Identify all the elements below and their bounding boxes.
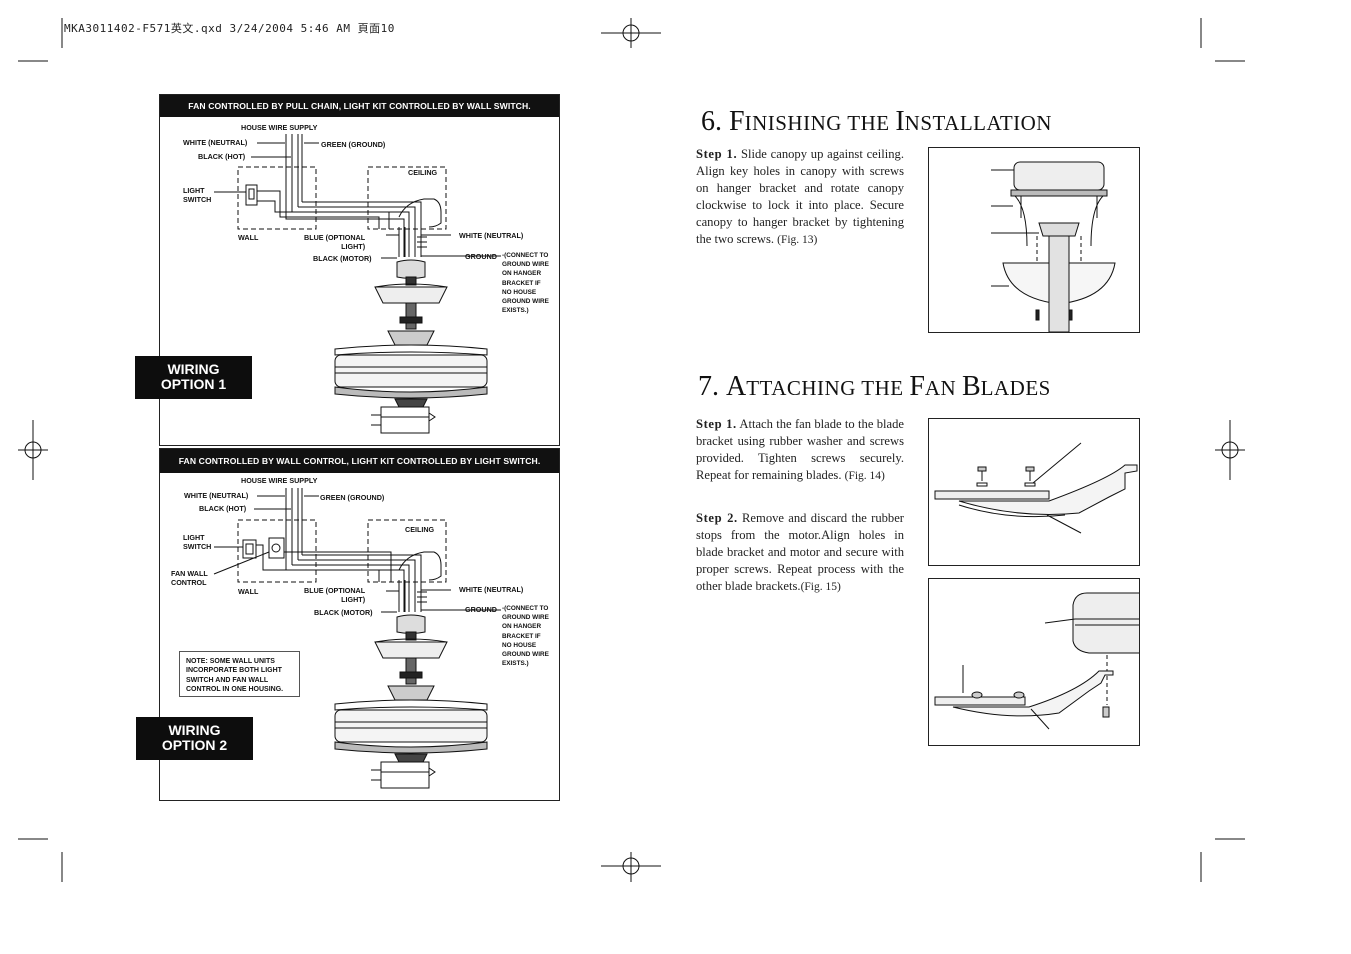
wiring-option-2-diagram	[213, 488, 501, 789]
section-7-number: 7.	[698, 371, 719, 402]
label-black-hot-1: BLACK (HOT)	[198, 152, 246, 161]
registration-target-bottom	[601, 852, 661, 882]
wiring-option-1-badge: WIRING OPTION 1	[135, 356, 252, 399]
wiring-option-2-badge: WIRING OPTION 2	[136, 717, 253, 760]
label-white-neutral-right-2: WHITE (NEUTRAL)	[459, 585, 524, 594]
step-label: Step 2.	[696, 511, 738, 525]
label-ground-1: GROUND	[465, 252, 497, 261]
ceiling-fan-illustration-1	[334, 259, 488, 434]
section-6-step-1: Step 1. Slide canopy up against ceiling.…	[696, 146, 904, 250]
section-6-title-initial-2: I	[895, 106, 905, 137]
section-7-title: 7. ATTACHING THE FAN BLADES	[698, 371, 1051, 403]
canopy-illustration	[991, 161, 1116, 333]
label-house-wire-supply-2: HOUSE WIRE SUPPLY	[241, 476, 318, 485]
label-ceiling-2: CEILING	[405, 525, 435, 534]
label-blue-optional-1: BLUE (OPTIONAL LIGHT)	[304, 233, 366, 251]
section-7-title-rest-3: LADES	[980, 376, 1051, 400]
blade-bracket-illustration	[934, 442, 1138, 534]
label-fan-wall-control-2: FAN WALL CONTROL	[171, 569, 208, 587]
section-7-title-initial-1: A	[726, 371, 747, 402]
label-ground-note-2: -(CONNECT TO GROUND WIRE ON HANGER BRACK…	[502, 605, 549, 668]
label-wall-2: WALL	[238, 587, 259, 596]
figure-13	[928, 147, 1140, 333]
figure-14	[928, 418, 1140, 566]
section-7-step-1: Step 1. Attach the fan blade to the blad…	[696, 416, 904, 485]
step-label: Step 1.	[696, 417, 737, 431]
label-green-ground-2: GREEN (GROUND)	[320, 493, 385, 502]
label-ground-2: GROUND	[465, 605, 497, 614]
section-6-title-rest-1: INISHING THE	[744, 111, 896, 135]
figure-ref: (Fig. 15)	[800, 581, 841, 594]
section-6-title-rest-2: NSTALLATION	[904, 111, 1052, 135]
file-slug: MKA3011402-F571英文.qxd 3/24/2004 5:46 AM …	[64, 22, 395, 35]
wall-units-note: NOTE: SOME WALL UNITS INCORPORATE BOTH L…	[179, 651, 300, 697]
section-7-title-initial-3: B	[961, 371, 981, 402]
section-7-title-rest-1: TTACHING THE	[746, 376, 910, 400]
section-7-title-rest-2: AN	[924, 376, 962, 400]
section-6-title-initial-1: F	[729, 106, 745, 137]
label-black-motor-1: BLACK (MOTOR)	[313, 254, 372, 263]
label-house-wire-supply-1: HOUSE WIRE SUPPLY	[241, 123, 318, 132]
label-wall-1: WALL	[238, 233, 259, 242]
section-7-title-initial-2: F	[909, 371, 925, 402]
label-ceiling-1: CEILING	[408, 168, 438, 177]
figure-15	[928, 578, 1140, 746]
label-black-motor-2: BLACK (MOTOR)	[314, 608, 373, 617]
label-light-switch-2: LIGHT SWITCH	[183, 533, 212, 551]
label-ground-note-1: -(CONNECT TO GROUND WIRE ON HANGER BRACK…	[502, 252, 549, 315]
label-black-hot-2: BLACK (HOT)	[199, 504, 247, 513]
wiring-option-1-header: FAN CONTROLLED BY PULL CHAIN, LIGHT KIT …	[160, 95, 559, 117]
wiring-option-1-diagram	[214, 134, 501, 434]
registration-target-left	[18, 420, 48, 480]
step-text: Remove and discard the rubber stops from…	[696, 511, 904, 594]
label-white-neutral-1: WHITE (NEUTRAL)	[183, 138, 248, 147]
section-6-title: 6. FINISHING THE INSTALLATION	[701, 106, 1052, 138]
wiring-option-2-header: FAN CONTROLLED BY WALL CONTROL, LIGHT KI…	[160, 449, 559, 473]
section-6-number: 6.	[701, 106, 722, 137]
figure-ref: (Fig. 13)	[777, 234, 818, 247]
registration-target-right	[1215, 420, 1245, 480]
motor-bracket-illustration	[934, 592, 1139, 730]
label-white-neutral-right-1: WHITE (NEUTRAL)	[459, 231, 524, 240]
section-7-step-2: Step 2. Remove and discard the rubber st…	[696, 510, 904, 596]
label-blue-optional-2: BLUE (OPTIONAL LIGHT)	[304, 586, 366, 604]
ceiling-fan-illustration-2	[334, 614, 488, 789]
label-light-switch-1: LIGHT SWITCH	[183, 186, 212, 204]
figure-ref: (Fig. 14)	[844, 470, 885, 483]
registration-target-top	[601, 18, 661, 48]
step-text: Attach the fan blade to the blade bracke…	[696, 417, 904, 483]
label-green-ground-1: GREEN (GROUND)	[321, 140, 386, 149]
step-label: Step 1.	[696, 147, 738, 161]
label-white-neutral-2: WHITE (NEUTRAL)	[184, 491, 249, 500]
step-text: Slide canopy up against ceiling. Align k…	[696, 147, 904, 247]
